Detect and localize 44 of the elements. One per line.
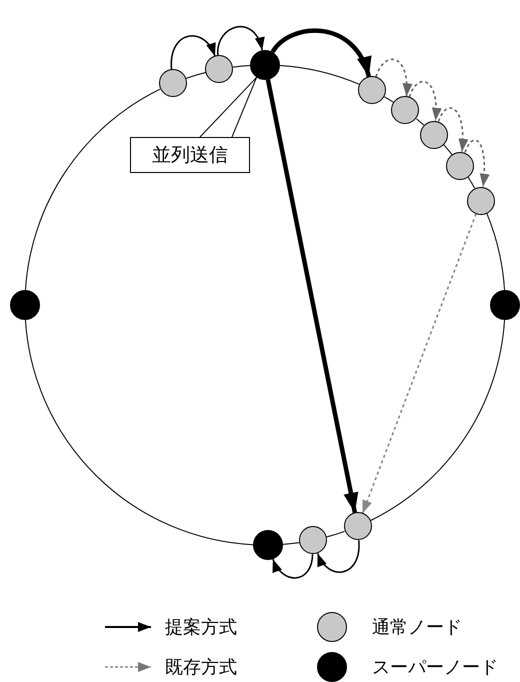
ring-arc (185, 72, 206, 79)
callout-pointer (200, 76, 258, 138)
curved-arrow (170, 35, 216, 70)
curved-arrow (464, 139, 490, 187)
curved-arrow (375, 58, 412, 96)
node-circle (205, 55, 234, 84)
node-circle (344, 512, 372, 540)
node-circle (358, 76, 386, 104)
ring-arc (232, 64, 250, 68)
node-circle (298, 526, 327, 554)
ring-arc (24, 320, 254, 546)
ring-arc (24, 88, 160, 290)
curved-arrow (270, 28, 371, 78)
ring-arc (370, 320, 506, 522)
ring-arc (384, 96, 394, 103)
node-circle (467, 186, 496, 215)
node-circle (420, 120, 448, 149)
curved-arrow (408, 80, 442, 121)
node-circle (158, 69, 187, 98)
ring-arc (443, 144, 452, 155)
ring-arc (468, 176, 476, 189)
super-node-circle (250, 50, 280, 80)
curved-arrow (316, 540, 360, 573)
ring-arc (282, 542, 300, 545)
curved-arrow (217, 26, 264, 56)
super-node-circle (252, 530, 283, 560)
ring-arc (280, 64, 360, 85)
legend-label: 既存方式 (165, 656, 237, 679)
legend-label: 通常ノード (372, 616, 462, 639)
legend-label: 提案方式 (165, 616, 237, 639)
super-node-circle (490, 290, 520, 320)
arrow (266, 79, 358, 514)
ring-arc (416, 118, 424, 126)
super-node-circle (10, 290, 40, 320)
ring-arc (486, 212, 506, 290)
curved-arrow (438, 107, 468, 152)
node-circle (446, 152, 474, 180)
legend-label: スーパーノード (372, 656, 498, 679)
curved-arrow (272, 554, 314, 579)
ring-arc (326, 530, 346, 538)
arrow (362, 213, 477, 514)
callout-box (130, 137, 250, 173)
node-circle (391, 96, 420, 124)
callout-label: 並列送信 (152, 143, 228, 168)
